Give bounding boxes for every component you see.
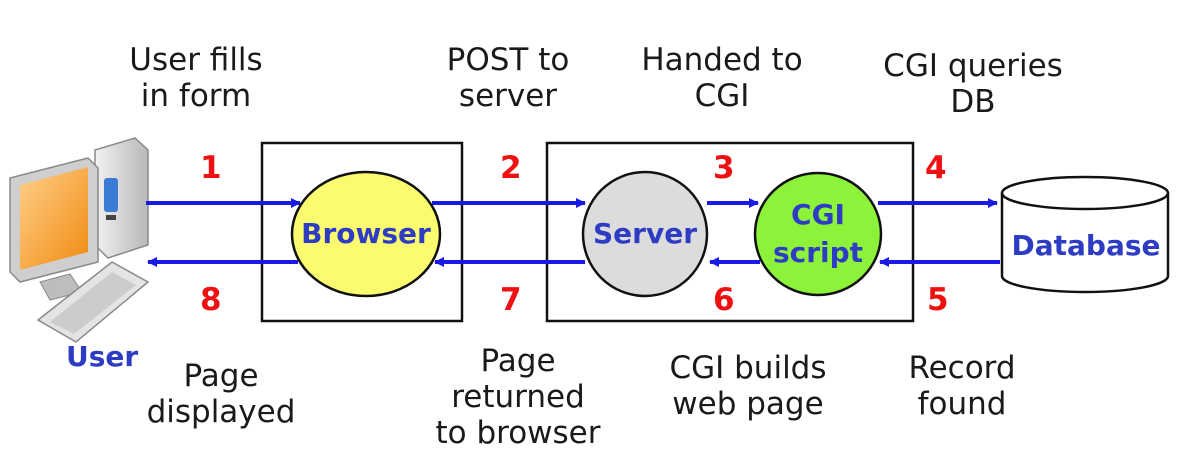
caption-step-7-line1: Page [480, 343, 556, 379]
user-label: User [66, 340, 139, 373]
caption-step-3-line2: CGI [694, 78, 750, 114]
caption-step-8: Page displayed [136, 358, 306, 430]
caption-step-4-line1: CGI queries [883, 48, 1063, 84]
cgi-node [753, 171, 883, 297]
browser-node [290, 170, 442, 298]
caption-step-3-line1: Handed to [641, 42, 803, 78]
caption-step-7: Page returned to browser [418, 343, 618, 451]
step-number-6: 6 [713, 282, 735, 318]
caption-step-5-line1: Record [908, 350, 1016, 386]
caption-step-1-line1: User fills [129, 42, 263, 78]
step-number-2: 2 [500, 150, 522, 186]
step-number-4: 4 [925, 150, 947, 186]
server-node [581, 170, 709, 298]
cgi-label-line2: script [772, 236, 864, 269]
caption-step-6-line2: web page [672, 386, 824, 422]
caption-step-8-line2: displayed [146, 394, 296, 430]
cgi-label: CGI script [760, 196, 876, 272]
browser-label: Browser [301, 217, 431, 250]
database-label: Database [1011, 229, 1161, 262]
cgi-label-line1: CGI [791, 198, 845, 231]
server-box [545, 141, 915, 323]
server-label: Server [592, 217, 697, 250]
step-number-1: 1 [200, 150, 222, 186]
caption-step-2-line2: server [458, 78, 558, 114]
caption-step-5: Record found [882, 350, 1042, 422]
caption-step-2-line1: POST to [446, 42, 570, 78]
caption-step-6: CGI builds web page [648, 350, 848, 422]
computer-icon [9, 137, 150, 343]
caption-step-1-line2: in form [140, 78, 252, 114]
step-number-8: 8 [200, 282, 222, 318]
browser-box [260, 141, 464, 323]
step-number-3: 3 [713, 150, 735, 186]
caption-step-6-line1: CGI builds [669, 350, 827, 386]
caption-step-5-line2: found [917, 386, 1007, 422]
caption-step-3: Handed to CGI [632, 42, 812, 114]
caption-step-7-line3: to browser [435, 415, 601, 451]
caption-step-2: POST to server [428, 42, 588, 114]
database-node [1000, 175, 1170, 294]
step-number-7: 7 [500, 282, 522, 318]
caption-step-8-line1: Page [183, 358, 259, 394]
caption-step-4-line2: DB [950, 84, 996, 120]
caption-step-7-line2: returned [451, 379, 585, 415]
step-number-5: 5 [927, 282, 949, 318]
caption-step-4: CGI queries DB [868, 48, 1078, 120]
caption-step-1: User fills in form [116, 42, 276, 114]
